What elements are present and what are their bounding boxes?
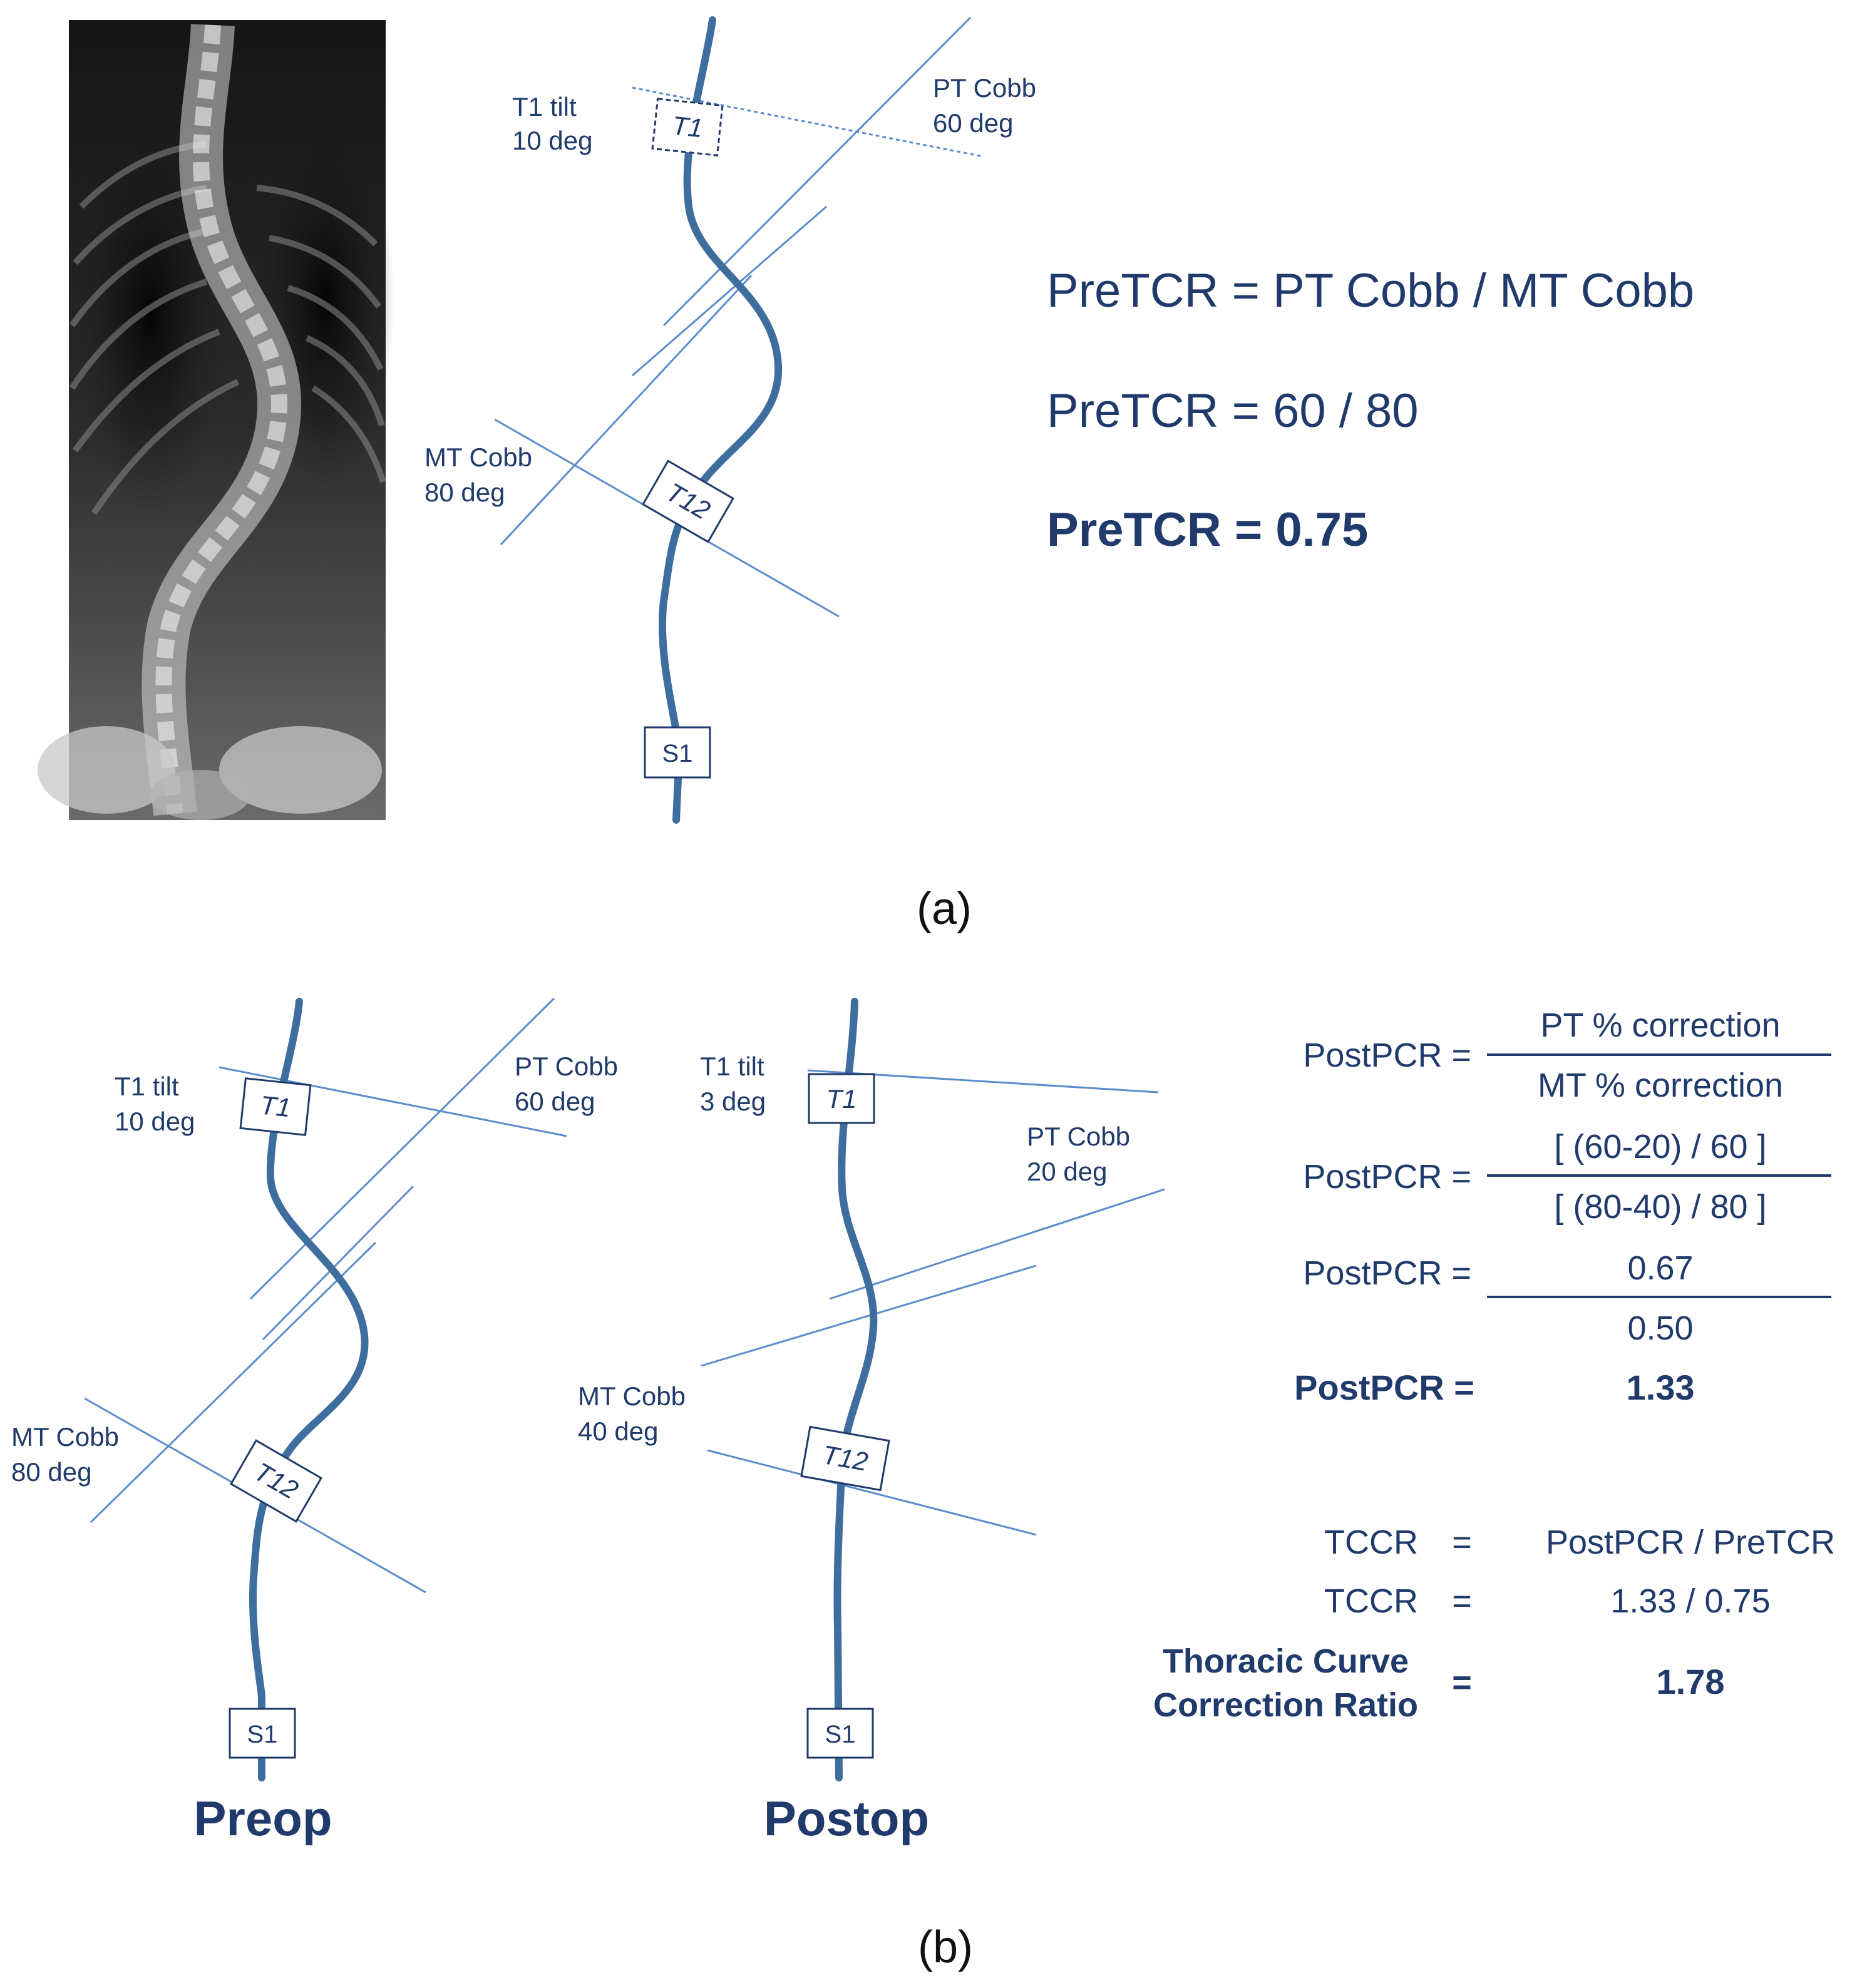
- postpcr-label-3: PostPCR =: [1303, 1254, 1471, 1292]
- caption-a: (a): [917, 884, 972, 934]
- caption-b: (b): [918, 1922, 973, 1972]
- preop-t1-tilt-annotation: T1 tilt 10 deg: [115, 1072, 195, 1136]
- t1-tilt-annotation: T1 tilt 10 deg: [512, 92, 592, 155]
- spine-schematic-a: T1 T12 S1 T1 tilt 10 deg PT Cobb 60 deg …: [424, 16, 1044, 824]
- postop-s1-label: S1: [825, 1721, 856, 1748]
- pretcr-line-3: PreTCR = 0.75: [1047, 503, 1368, 556]
- postop-mt-cobb-line: [707, 1449, 1037, 1536]
- tccr-right-2: 1.33 / 0.75: [1610, 1582, 1770, 1620]
- postop-t12-box: T12: [800, 1425, 890, 1492]
- preop-spine-curve: [249, 998, 369, 1781]
- xray-image: [38, 20, 394, 820]
- preop-mt-cobb-annotation: MT Cobb 80 deg: [11, 1422, 126, 1487]
- panel-a: T1 T12 S1 T1 tilt 10 deg PT Cobb 60 deg …: [38, 16, 1694, 934]
- mt-cobb-line: [500, 274, 753, 546]
- postop-t1-label: T1: [826, 1084, 856, 1114]
- tccr-formula: TCCR = PostPCR / PreTCR TCCR = 1.33 / 0.…: [1153, 1524, 1835, 1724]
- tccr-right-3: 1.78: [1657, 1662, 1725, 1701]
- tccr-left-3: Thoracic Curve Correction Ratio: [1153, 1642, 1418, 1724]
- tccr-eq-1: =: [1452, 1524, 1472, 1561]
- spine-curve: [658, 16, 783, 824]
- tccr-left-1: TCCR: [1324, 1524, 1418, 1561]
- pretcr-line-1: PreTCR = PT Cobb / MT Cobb: [1047, 264, 1694, 317]
- tccr-eq-2: =: [1452, 1582, 1472, 1620]
- preop-title: Preop: [193, 1791, 332, 1846]
- mid-line: [632, 205, 827, 377]
- preop-t12-box: T12: [229, 1439, 323, 1523]
- postpcr-den-2: [ (80-40) / 80 ]: [1554, 1188, 1766, 1226]
- t1-tilt-line: [632, 86, 984, 158]
- postop-t1-box: T1: [808, 1073, 875, 1124]
- tccr-right-1: PostPCR / PreTCR: [1546, 1524, 1835, 1561]
- preop-mt-cobb-line: [90, 1241, 377, 1524]
- postop-mid-line: [701, 1264, 1037, 1367]
- mt-cobb-annotation: MT Cobb 80 deg: [424, 443, 540, 507]
- t1-box: T1: [651, 98, 724, 156]
- postpcr-formula: PostPCR = PT % correction MT % correctio…: [1294, 1007, 1831, 1407]
- tccr-left-2: TCCR: [1324, 1582, 1418, 1620]
- postop-t1-tilt-annotation: T1 tilt 3 deg: [700, 1052, 771, 1116]
- t12-box: T12: [641, 459, 735, 543]
- postop-s1-box: S1: [806, 1708, 874, 1759]
- pretcr-formula: PreTCR = PT Cobb / MT Cobb PreTCR = 60 /…: [1047, 264, 1694, 556]
- s1-box: S1: [644, 726, 711, 779]
- tccr-eq-3: =: [1452, 1664, 1472, 1701]
- preop-pt-cobb-annotation: PT Cobb 60 deg: [515, 1052, 625, 1116]
- preop-t1-tilt-line: [219, 1066, 567, 1137]
- preop-pt-cobb-line: [249, 997, 555, 1300]
- postop-title: Postop: [764, 1791, 929, 1846]
- postpcr-result-value: 1.33: [1627, 1368, 1695, 1407]
- preop-s1-label: S1: [247, 1721, 278, 1748]
- postop-spine: T1 T12 S1 T1 tilt 3 deg PT Cobb 20 deg M…: [578, 998, 1165, 1846]
- postpcr-label-2: PostPCR =: [1303, 1158, 1471, 1196]
- postpcr-den-1: MT % correction: [1538, 1067, 1783, 1104]
- preop-t1-label: T1: [259, 1090, 292, 1123]
- postpcr-num-1: PT % correction: [1540, 1007, 1780, 1044]
- postop-pt-cobb-annotation: PT Cobb 20 deg: [1027, 1122, 1138, 1186]
- preop-mid-line: [262, 1185, 414, 1341]
- preop-t1-box: T1: [239, 1077, 312, 1136]
- postpcr-result-label: PostPCR =: [1294, 1368, 1474, 1407]
- postpcr-den-3: 0.50: [1627, 1309, 1693, 1347]
- postpcr-num-2: [ (60-20) / 60 ]: [1554, 1128, 1766, 1166]
- t1-label: T1: [671, 111, 704, 143]
- postpcr-num-3: 0.67: [1627, 1249, 1693, 1287]
- panel-b: T1 T12 S1 T1 tilt 10 deg PT Cobb 60 deg …: [11, 997, 1835, 1972]
- postpcr-label-1: PostPCR =: [1303, 1037, 1471, 1074]
- pt-cobb-line: [662, 16, 972, 327]
- postop-pt-cobb-line: [829, 1188, 1165, 1300]
- postop-mt-cobb-annotation: MT Cobb 40 deg: [578, 1381, 693, 1446]
- pretcr-line-2: PreTCR = 60 / 80: [1047, 384, 1419, 438]
- preop-spine: T1 T12 S1 T1 tilt 10 deg PT Cobb 60 deg …: [11, 997, 625, 1846]
- pt-cobb-annotation: PT Cobb 60 deg: [933, 73, 1044, 138]
- preop-s1-box: S1: [229, 1708, 296, 1759]
- s1-label: S1: [662, 740, 693, 767]
